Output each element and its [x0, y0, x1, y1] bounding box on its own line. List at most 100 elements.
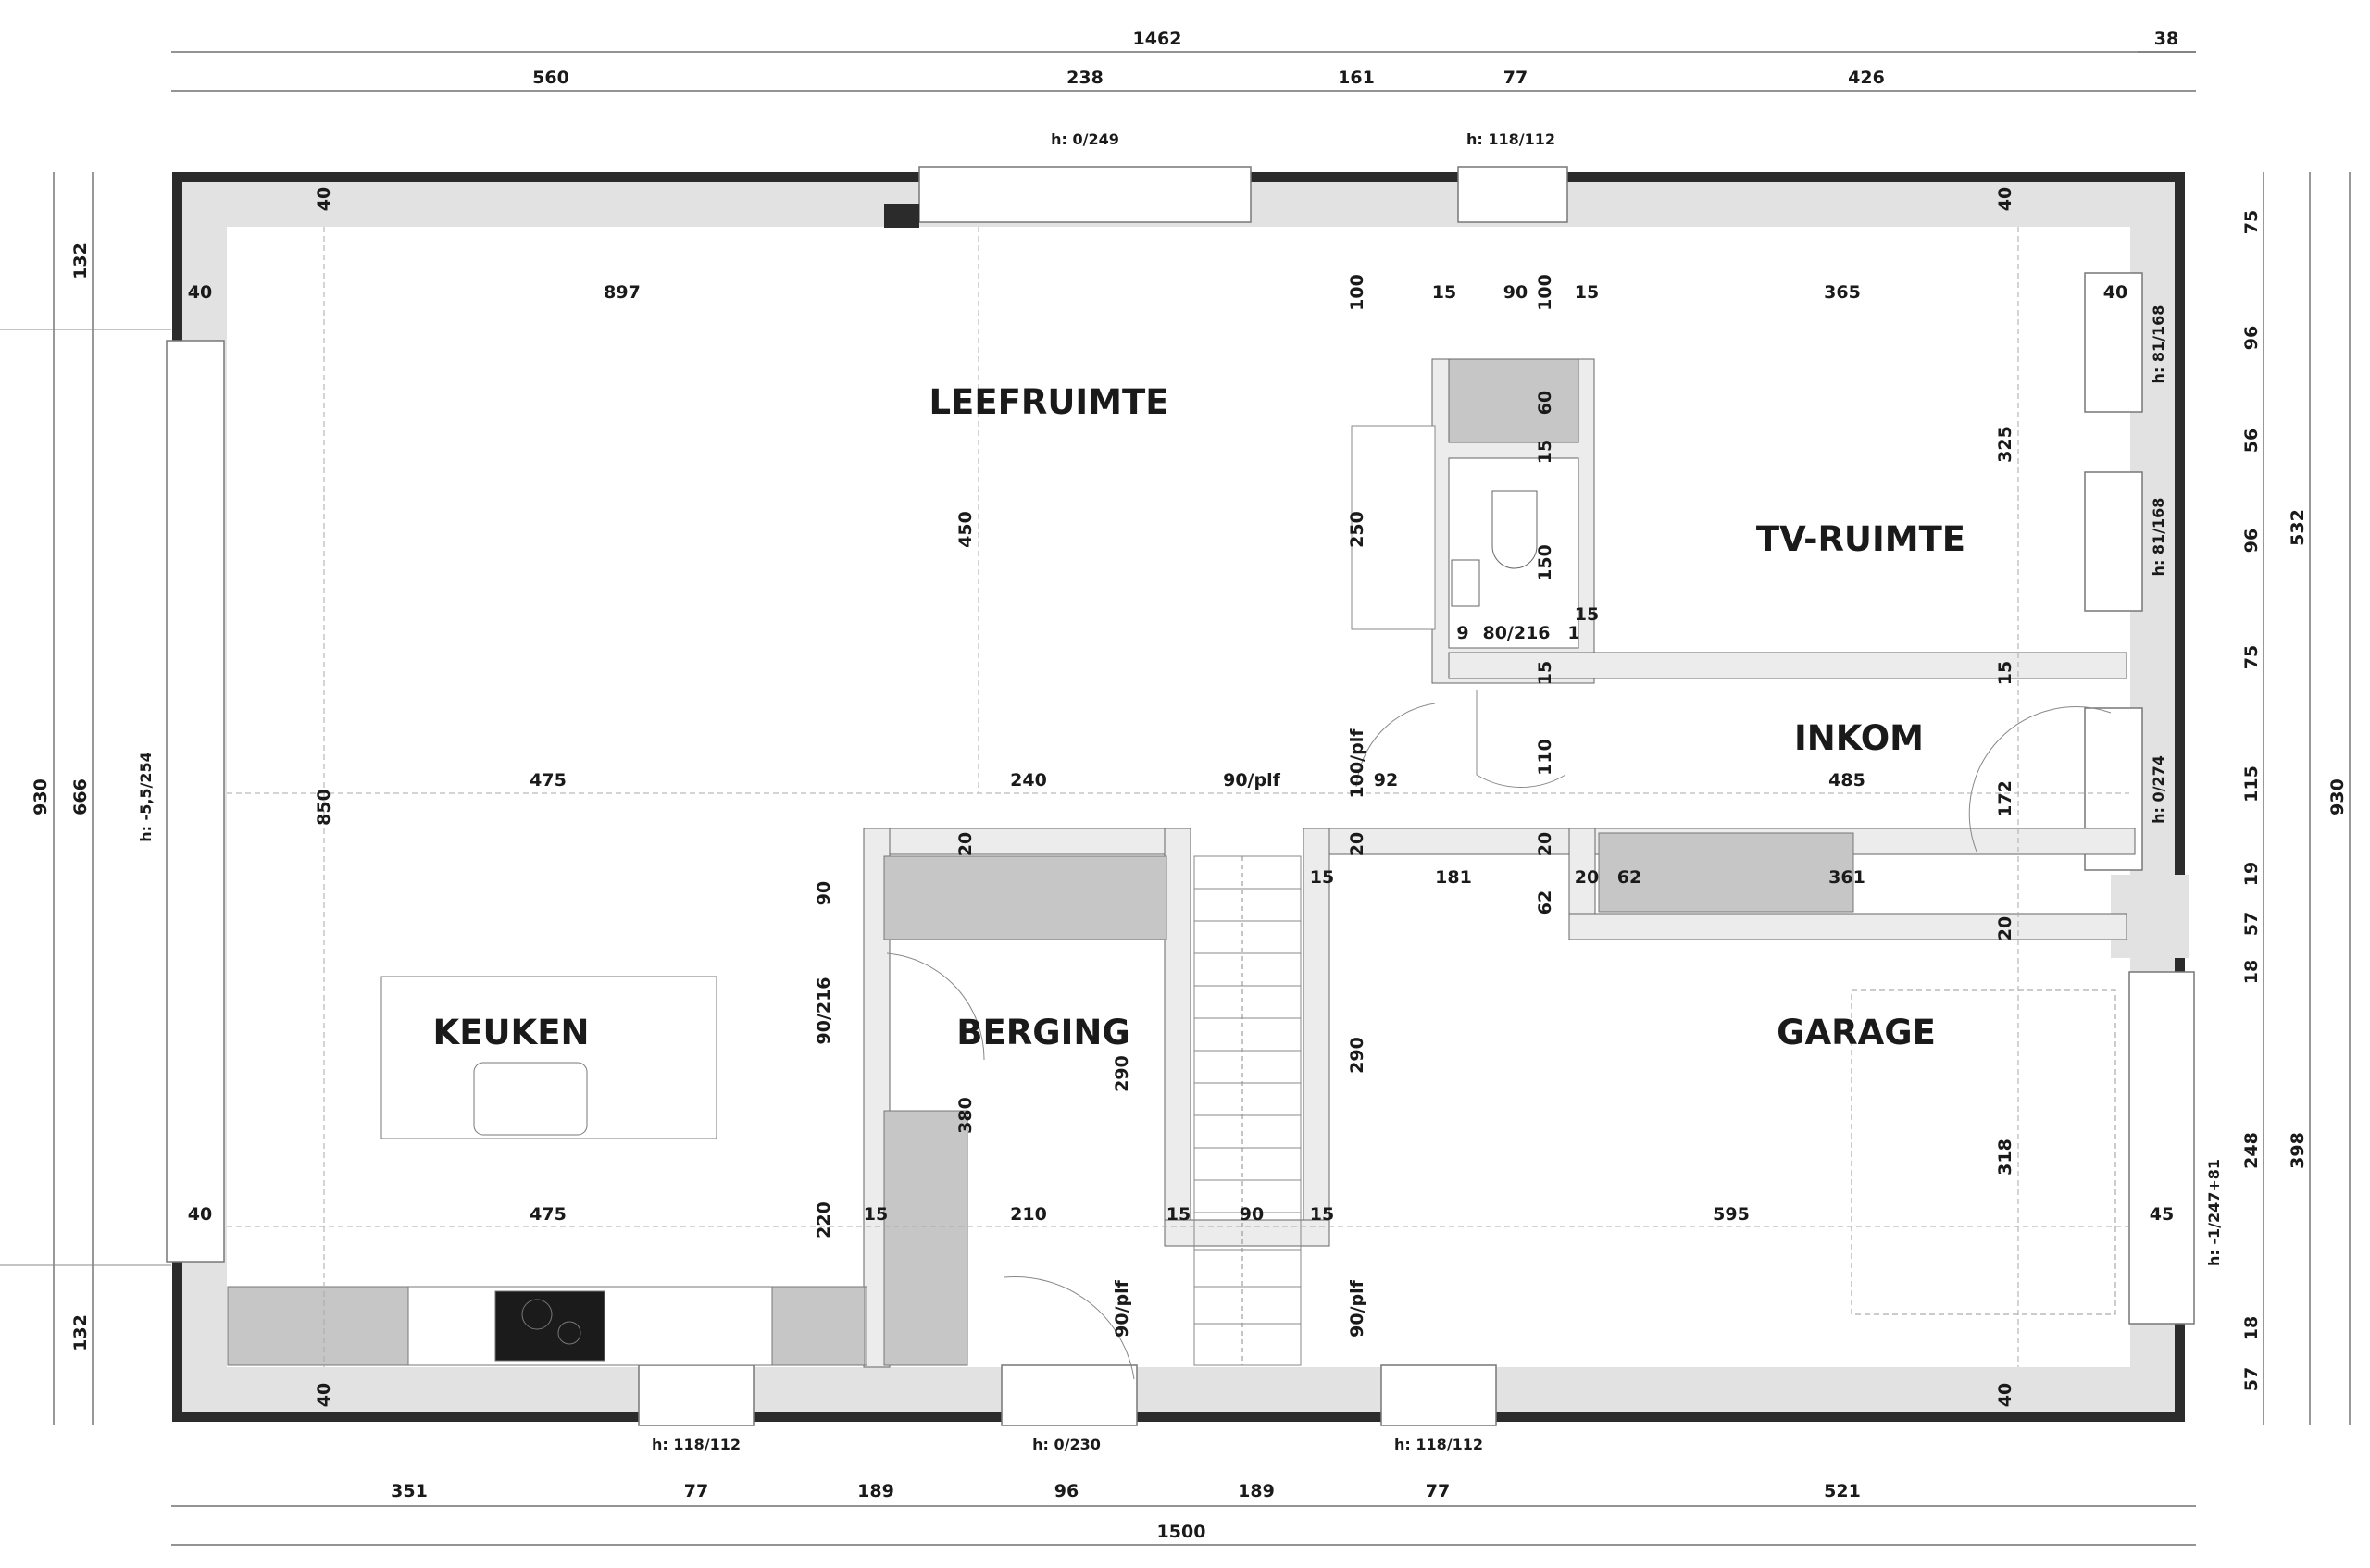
- right-seg-4: 96: [2241, 529, 2262, 553]
- top-dimensions: 1462 38 560 238 161 77 426 h: 0/249 h: 1…: [532, 29, 2178, 148]
- right-seg-6: 115: [2241, 765, 2262, 803]
- int-v-90-216: 90/216: [814, 977, 834, 1044]
- int-v-150: 150: [1535, 544, 1555, 581]
- right-seg-12: 57: [2241, 1367, 2262, 1391]
- int-v-290a: 290: [1112, 1055, 1132, 1092]
- int-bot-40: 40: [188, 1204, 212, 1225]
- int-top-15b: 15: [1575, 282, 1599, 303]
- window-height-top-2: h: 118/112: [1466, 131, 1555, 148]
- int-top-100b: 100: [1535, 274, 1555, 311]
- bottom-dimensions: h: 118/112 h: 0/230 h: 118/112 351 77 18…: [391, 1436, 1861, 1542]
- right-seg-10: 248: [2241, 1132, 2262, 1169]
- int-bot-15b: 15: [1166, 1204, 1191, 1225]
- room-leefruimte: LEEFRUIMTE: [929, 382, 1168, 422]
- int-mid-90plf: 90/plf: [1223, 770, 1280, 790]
- bottom-seg-7: 521: [1824, 1481, 1861, 1501]
- wall-40-bottom-right: 40: [1995, 1383, 2015, 1407]
- bottom-seg-2: 77: [684, 1481, 708, 1501]
- left-total: 930: [31, 778, 51, 815]
- int-wc-1: 1: [1567, 623, 1579, 643]
- bottom-seg-5: 189: [1238, 1481, 1275, 1501]
- int-st-20c: 20: [1535, 832, 1555, 856]
- int-v-20: 20: [1995, 916, 2015, 940]
- left-dimensions: 930 132 666 132 h: -5,5/254: [31, 243, 155, 1351]
- door-swings: [886, 690, 2112, 1380]
- right-sub-1: 532: [2288, 509, 2308, 546]
- stairs: [1193, 855, 1302, 1366]
- right-window-height-3: h: 0/274: [2150, 755, 2167, 824]
- int-v-15b: 15: [1535, 661, 1555, 685]
- int-v-450: 450: [955, 511, 976, 548]
- right-seg-7: 19: [2241, 862, 2262, 886]
- int-v-290b: 290: [1347, 1037, 1367, 1074]
- wall-40-top-left: 40: [314, 187, 334, 211]
- left-seg-1: 132: [70, 243, 91, 280]
- int-wc-15: 15: [1575, 604, 1599, 625]
- right-seg-2: 96: [2241, 326, 2262, 350]
- right-sub-2: 398: [2288, 1132, 2308, 1169]
- left-seg-3: 132: [70, 1314, 91, 1351]
- int-bot-90: 90: [1240, 1204, 1264, 1225]
- top-total: 1462: [1133, 29, 1182, 49]
- furniture: [227, 832, 2116, 1366]
- int-bot-210: 210: [1010, 1204, 1047, 1225]
- int-v-15c: 15: [1995, 661, 2015, 685]
- top-seg-5: 426: [1848, 68, 1885, 88]
- int-top-100a: 100: [1347, 274, 1367, 311]
- int-st-20a: 20: [955, 832, 976, 856]
- bottom-seg-4: 96: [1054, 1481, 1079, 1501]
- right-seg-8: 57: [2241, 912, 2262, 936]
- int-mid-92: 92: [1374, 770, 1398, 790]
- int-st-15: 15: [1310, 867, 1334, 888]
- wall-40-bottom-left: 40: [314, 1383, 334, 1407]
- int-v-90plf-a: 90/plf: [1112, 1279, 1132, 1337]
- room-labels: LEEFRUIMTE TV-RUIMTE INKOM KEUKEN BERGIN…: [433, 382, 1966, 1052]
- int-st-181: 181: [1435, 867, 1472, 888]
- int-v-60: 60: [1535, 391, 1555, 415]
- bottom-seg-6: 77: [1426, 1481, 1450, 1501]
- right-window-height-4: h: -1/247+81: [2205, 1159, 2223, 1266]
- dimension-lines: [0, 51, 2351, 1546]
- room-berging: BERGING: [956, 1013, 1129, 1052]
- left-seg-2: 666: [70, 778, 91, 815]
- int-top-40-left: 40: [188, 282, 212, 303]
- right-total: 930: [2327, 778, 2348, 815]
- bottom-seg-3: 189: [857, 1481, 894, 1501]
- int-top-40-right: 40: [2103, 282, 2127, 303]
- right-window-height-2: h: 81/168: [2150, 498, 2167, 577]
- right-seg-3: 56: [2241, 429, 2262, 453]
- int-v-318: 318: [1995, 1139, 2015, 1176]
- room-tv-ruimte: TV-RUIMTE: [1756, 519, 1965, 559]
- top-seg-2: 238: [1066, 68, 1104, 88]
- int-v-90: 90: [814, 881, 834, 905]
- int-v-220: 220: [814, 1201, 834, 1238]
- bottom-total: 1500: [1157, 1522, 1206, 1542]
- int-st-20d: 20: [1575, 867, 1599, 888]
- right-seg-5: 75: [2241, 645, 2262, 669]
- wall-40-top-right: 40: [1995, 187, 2015, 211]
- bottom-seg-1: 351: [391, 1481, 428, 1501]
- int-wc-door: 80/216: [1482, 623, 1550, 643]
- int-v-90plf-b: 90/plf: [1347, 1279, 1367, 1337]
- int-v-250: 250: [1347, 511, 1367, 548]
- left-window-height: h: -5,5/254: [137, 752, 155, 842]
- right-seg-1: 75: [2241, 210, 2262, 234]
- int-bot-15a: 15: [864, 1204, 888, 1225]
- int-v-850: 850: [314, 789, 334, 826]
- int-mid-240: 240: [1010, 770, 1047, 790]
- top-seg-3: 161: [1338, 68, 1375, 88]
- int-v-62: 62: [1535, 890, 1555, 915]
- int-st-62: 62: [1617, 867, 1641, 888]
- int-st-361: 361: [1828, 867, 1865, 888]
- int-top-90: 90: [1503, 282, 1528, 303]
- top-extra: 38: [2154, 29, 2178, 49]
- int-bot-475: 475: [530, 1204, 567, 1225]
- right-window-height-1: h: 81/168: [2150, 305, 2167, 384]
- wc: [1351, 358, 1579, 649]
- int-bot-595: 595: [1713, 1204, 1750, 1225]
- interior-dimensions: 40 40 40 40 40 897 100 15 90 100 15 365 …: [188, 187, 2174, 1407]
- int-v-325: 325: [1995, 426, 2015, 463]
- right-seg-9: 18: [2241, 960, 2262, 984]
- window-height-bottom-2: h: 0/230: [1032, 1436, 1101, 1453]
- room-inkom: INKOM: [1794, 718, 1924, 758]
